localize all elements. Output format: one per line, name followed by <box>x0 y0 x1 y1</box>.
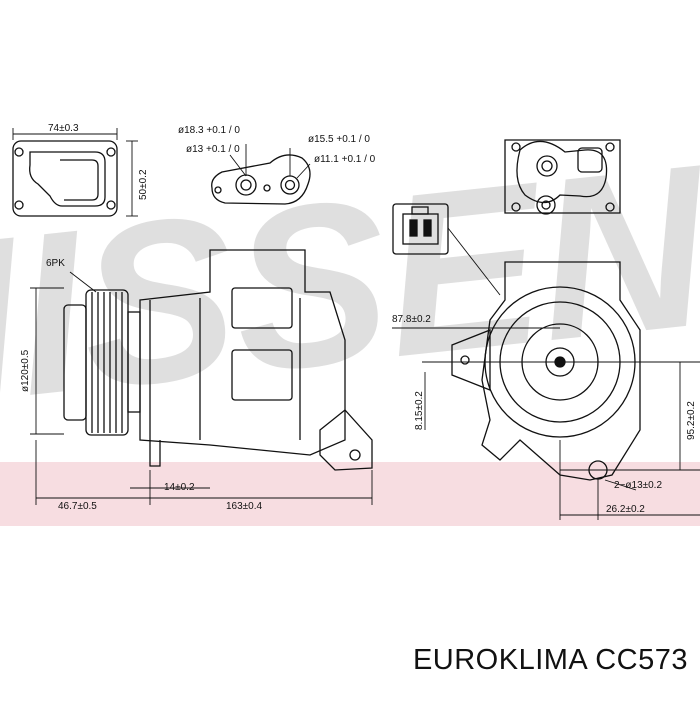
compressor-body <box>139 249 346 456</box>
front-holes-dim: 2−ø13±0.2 <box>614 480 662 491</box>
port-inner-right <box>284 179 296 191</box>
flange-seal-groove <box>29 151 106 207</box>
leader-line <box>447 227 501 296</box>
rear-bolt-hole <box>511 202 521 212</box>
rear-port-inner <box>541 160 553 172</box>
flange-height-dim: 50±0.2 <box>138 169 149 200</box>
compressor-side-view <box>30 249 373 505</box>
mount-dim: 14±0.2 <box>164 482 195 493</box>
part-caption: EUROKLIMA CC573 <box>412 644 688 676</box>
offset-dim: 46.7±0.5 <box>58 501 97 512</box>
flange-inner-groove <box>60 159 99 201</box>
port-plate-outline <box>211 154 311 205</box>
front-mount-hole <box>460 355 470 365</box>
body-boss <box>231 287 293 329</box>
port-dim-mid-right: ø11.1 +0.1 / 0 <box>314 154 376 165</box>
rear-port <box>536 155 558 177</box>
front-dim-878: 87.8±0.2 <box>392 314 431 325</box>
body-boss <box>231 349 293 401</box>
front-mount-ear <box>451 329 491 391</box>
flange-outline <box>12 140 118 217</box>
front-dim-815: 8.15±0.2 <box>414 391 425 430</box>
flange-bolt-hole <box>14 200 24 210</box>
port-bolt-hole <box>263 184 271 192</box>
belt-label: 6PK <box>46 258 65 269</box>
rear-port-inner <box>541 200 551 210</box>
flange-bolt-hole <box>106 200 116 210</box>
rear-end-plate <box>504 139 621 215</box>
rear-bolt-hole <box>511 142 521 152</box>
rear-valve <box>577 147 603 173</box>
watermark-band <box>0 462 700 526</box>
connector-pin <box>423 219 432 237</box>
electrical-connector <box>392 203 501 296</box>
port-inner-left <box>240 179 252 191</box>
mount-hole <box>349 449 361 461</box>
pulley-dia-dim: ø120±0.5 <box>20 349 31 392</box>
rear-plate-outline <box>504 139 621 214</box>
rear-bolt-hole <box>605 142 615 152</box>
port-dim-top-left: ø18.3 +0.1 / 0 <box>178 125 240 136</box>
connector-pin <box>409 219 418 237</box>
leader-line <box>69 271 97 293</box>
front-dim-262: 26.2±0.2 <box>606 504 645 515</box>
mount-foot <box>319 409 373 471</box>
port-dim-top-right: ø15.5 +0.1 / 0 <box>308 134 370 145</box>
flange-bolt-hole <box>106 147 116 157</box>
compressor-front-view <box>392 261 700 520</box>
mount-lug <box>149 440 161 467</box>
rear-port <box>536 195 556 215</box>
length-dim: 163±0.4 <box>226 501 263 512</box>
connector-housing <box>392 203 449 255</box>
flange-width-dim: 74±0.3 <box>48 123 79 134</box>
flange-bolt-hole <box>14 147 24 157</box>
flange-block <box>12 128 138 217</box>
front-dim-952: 95.2±0.2 <box>686 401 697 440</box>
port-dim-mid-left: ø13 +0.1 / 0 <box>186 144 240 155</box>
rear-bolt-hole <box>605 202 615 212</box>
port-bolt-hole <box>214 186 222 194</box>
port-plate <box>211 144 311 205</box>
rear-plate-body <box>516 140 608 204</box>
connector-latch <box>411 206 429 215</box>
